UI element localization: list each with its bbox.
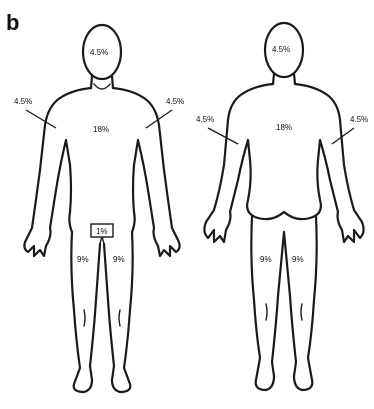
back-trunk-label: 18% <box>276 123 292 132</box>
front-collar <box>94 84 110 89</box>
front-knees <box>84 310 120 326</box>
back-knees <box>266 304 302 320</box>
back-left-leg-label: 9% <box>260 255 272 264</box>
front-left-leg-label: 9% <box>77 255 89 264</box>
back-head-label: 4.5% <box>272 45 290 54</box>
back-torso-outline <box>204 84 363 242</box>
front-right-arm-label: 4.5% <box>166 97 184 106</box>
front-trunk-label: 18% <box>93 125 109 134</box>
back-legs-outline <box>251 216 316 390</box>
back-left-arm-label: 4.5% <box>196 115 214 124</box>
front-body <box>24 25 179 392</box>
back-right-arm-label: 4.5% <box>350 115 368 124</box>
panel-label: b <box>6 10 19 35</box>
front-left-arm-leader <box>26 110 56 128</box>
front-left-arm-label: 4.5% <box>14 97 32 106</box>
front-right-leg-label: 9% <box>113 255 125 264</box>
back-right-leg-label: 9% <box>292 255 304 264</box>
front-genital-label: 1% <box>96 227 108 236</box>
back-left-arm-leader <box>208 128 238 144</box>
back-body <box>204 23 363 390</box>
front-head-label: 4.5% <box>90 48 108 57</box>
